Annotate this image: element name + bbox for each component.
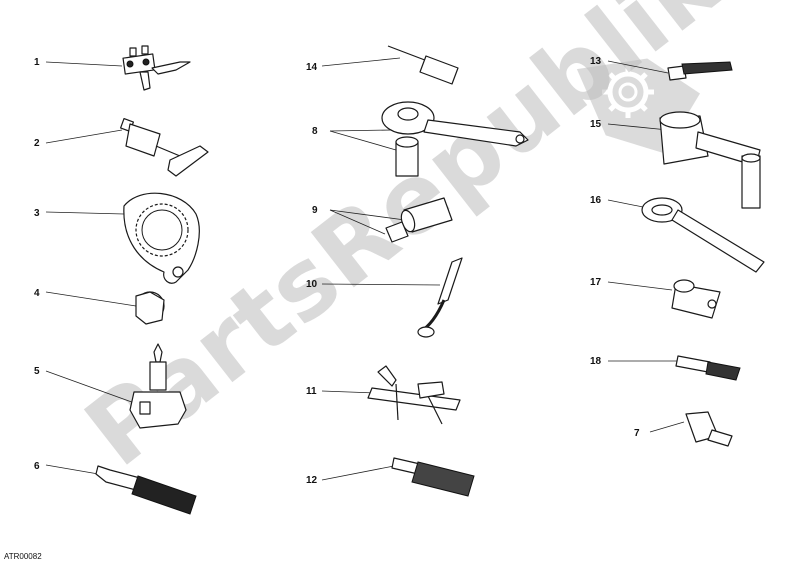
callout-14: 14 <box>306 62 318 73</box>
tool-11-fixture <box>367 365 461 425</box>
callout-3: 3 <box>34 208 40 219</box>
callout-16: 16 <box>590 195 602 206</box>
tool-3-ring-holder <box>123 192 200 284</box>
callout-8: 8 <box>312 126 318 137</box>
callout-9: 9 <box>312 205 318 216</box>
tool-7-knurled-pin <box>685 411 733 447</box>
callout-17: 17 <box>590 277 602 288</box>
callout-12: 12 <box>306 475 318 486</box>
callout-1: 1 <box>34 57 40 68</box>
tool-15-crank <box>659 111 761 209</box>
callout-7: 7 <box>634 428 640 439</box>
tool-6-drift <box>95 465 197 515</box>
callout-4: 4 <box>34 288 40 299</box>
tool-5-tower <box>129 343 187 429</box>
tool-16-wrench <box>641 197 765 273</box>
tool-4-bushing <box>135 291 165 325</box>
callout-11: 11 <box>306 386 317 397</box>
callout-15: 15 <box>590 119 602 130</box>
tool-12-drift <box>391 457 475 497</box>
tool-17-socket <box>671 279 721 319</box>
leader-lines <box>45 57 685 481</box>
callout-10: 10 <box>306 279 318 290</box>
tool-14-pin <box>387 45 459 85</box>
diagram-code: ATR00082 <box>4 552 42 561</box>
callout-numbers: 1 2 3 4 5 6 14 8 9 10 11 12 13 15 16 17 … <box>34 56 640 486</box>
tool-13-punch <box>667 61 733 81</box>
callout-5: 5 <box>34 366 40 377</box>
tool-18-pin <box>675 355 741 381</box>
callout-6: 6 <box>34 461 40 472</box>
tool-9-sleeves <box>385 197 453 243</box>
callout-2: 2 <box>34 138 40 149</box>
tool-1-clamp <box>122 45 191 91</box>
tool-8-spanner <box>381 101 529 177</box>
callout-18: 18 <box>590 356 602 367</box>
callout-13: 13 <box>590 56 602 67</box>
tool-10-spring-hook <box>417 257 463 338</box>
gear-icon <box>602 66 654 118</box>
tool-2-puller <box>119 117 209 177</box>
